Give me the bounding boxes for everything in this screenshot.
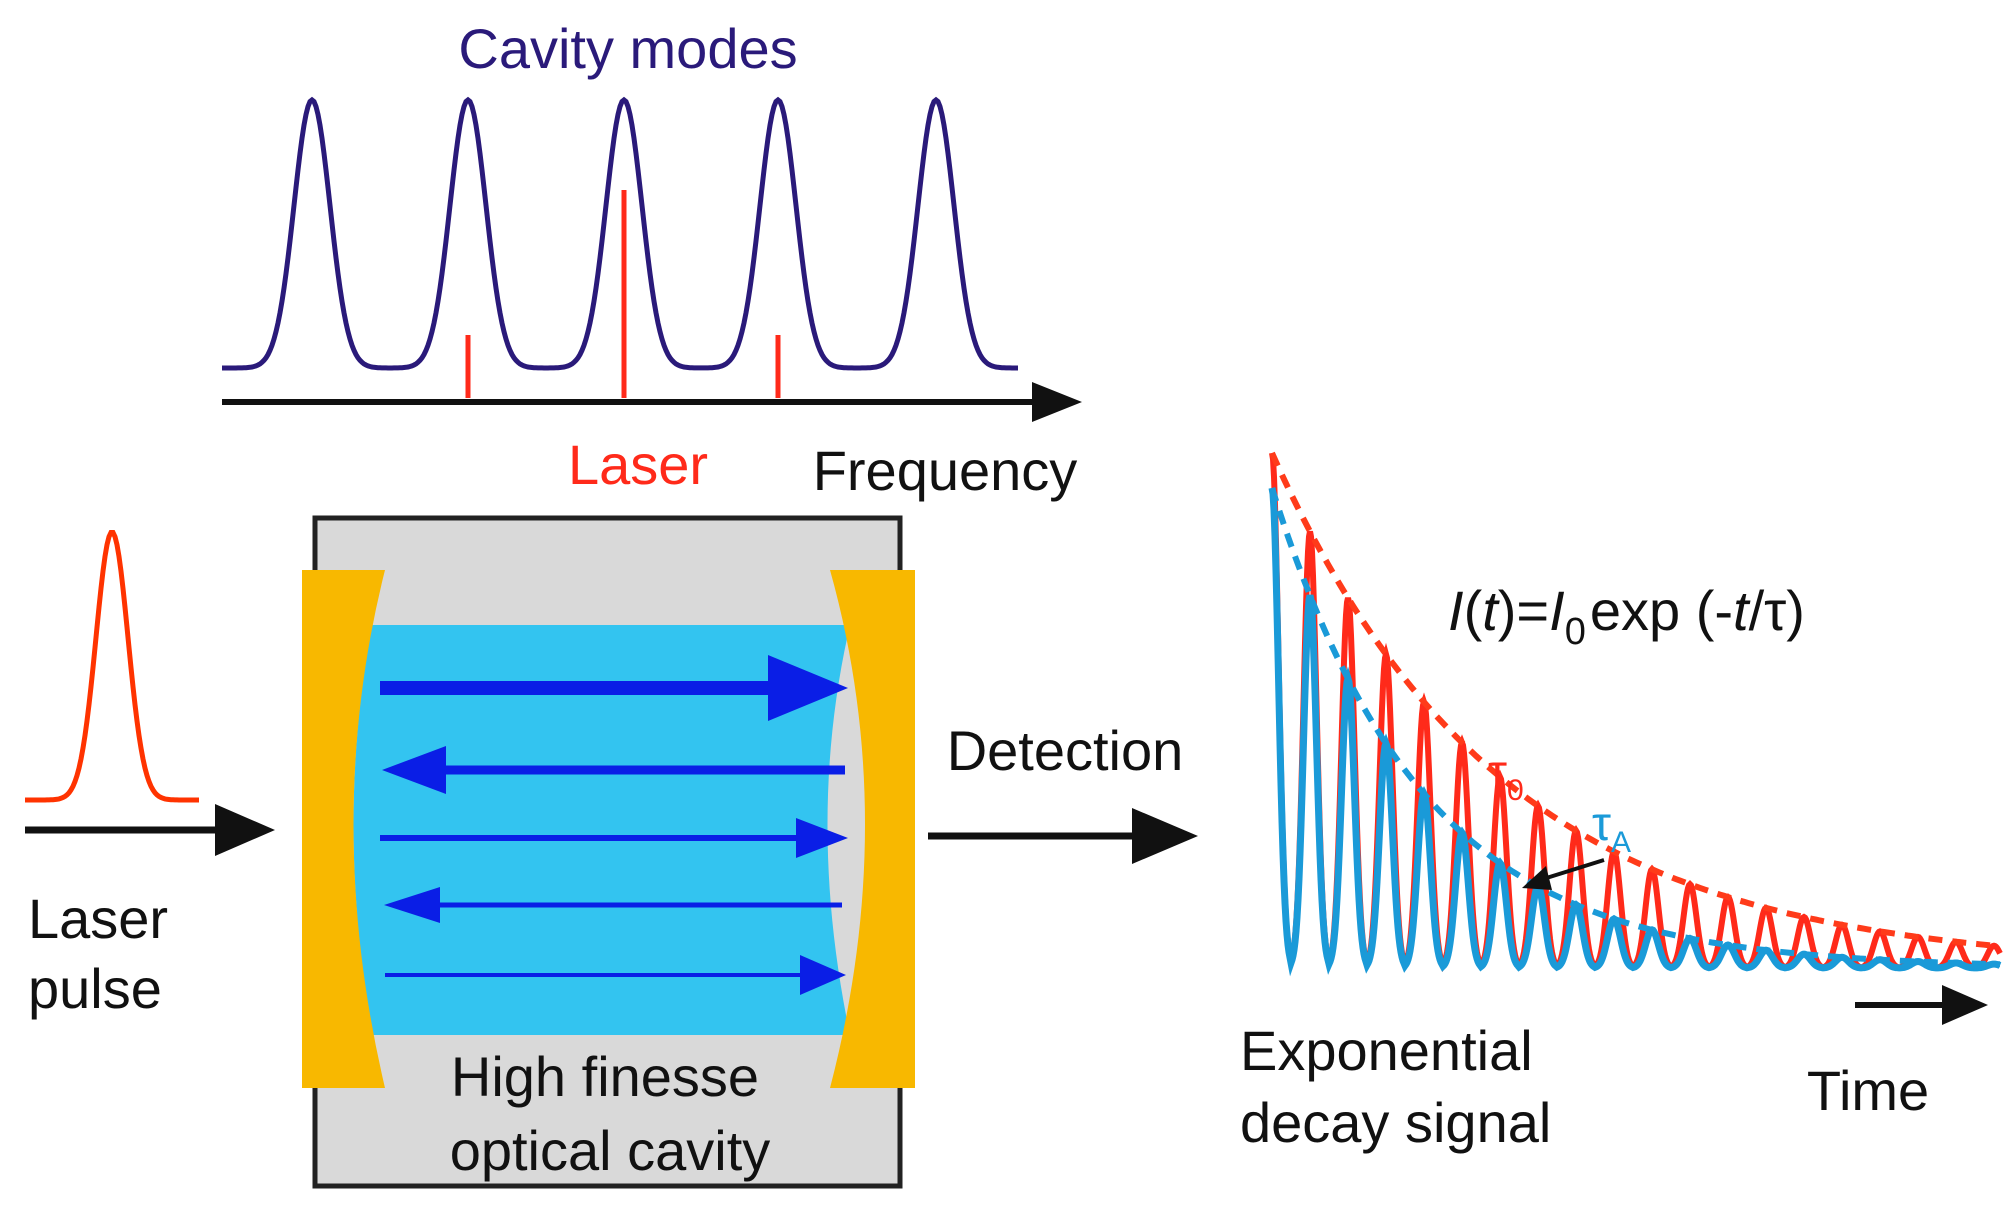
- time-label: Time: [1807, 1059, 1929, 1122]
- envelope-tau0-dashed: [1269, 451, 2001, 950]
- formula-tail: /τ): [1749, 579, 1805, 642]
- decay-formula: I(t)=I0exp (-t/τ): [1448, 579, 1805, 653]
- formula-t2: t: [1733, 579, 1751, 642]
- envelope-tauA-dashed: [1269, 487, 2001, 968]
- detection-label: Detection: [947, 719, 1184, 782]
- formula-eq: )=: [1498, 579, 1549, 642]
- decay-signal-red: [1269, 452, 2003, 974]
- detection-arrow-head: [1132, 808, 1198, 864]
- formula-I0: I: [1549, 579, 1565, 642]
- formula-I0-sub: 0: [1565, 611, 1586, 653]
- mirror-right: [830, 570, 915, 1088]
- frequency-label: Frequency: [813, 439, 1078, 502]
- mirror-left: [302, 570, 385, 1088]
- laser-pulse-label-line2: pulse: [28, 957, 162, 1020]
- frequency-axis-arrowhead: [1032, 382, 1082, 422]
- input-arrow-head: [215, 804, 275, 856]
- time-arrow-head: [1942, 985, 1988, 1025]
- tauA-label: τA: [1592, 798, 1631, 859]
- cavity-modes-title: Cavity modes: [458, 17, 797, 80]
- arrow-left-2-head: [384, 887, 440, 923]
- arrow-right-2-head: [796, 818, 848, 858]
- tauA-pointer-head: [1522, 866, 1552, 890]
- arrow-left-1-head: [382, 746, 446, 794]
- laser-pulse-shape: [25, 530, 199, 803]
- cavity-light-region: [353, 625, 850, 1035]
- laser-pulse-label-line1: Laser: [28, 887, 168, 950]
- arrow-right-3-head: [800, 955, 846, 995]
- laser-label: Laser: [568, 433, 708, 496]
- cavity-label-line2: optical cavity: [450, 1119, 771, 1182]
- arrow-right-1-head: [768, 655, 848, 721]
- cavity-modes-curve: [222, 96, 1018, 371]
- tauA-pointer-line: [1539, 858, 1605, 882]
- formula-paren: (: [1464, 579, 1483, 642]
- tau0-label: τ0: [1488, 746, 1524, 807]
- intracavity-arrows: [380, 655, 848, 995]
- formula-I: I: [1448, 579, 1464, 642]
- decay-label-line1: Exponential: [1240, 1019, 1533, 1082]
- formula-t: t: [1482, 579, 1500, 642]
- formula-exp: exp (-: [1590, 579, 1733, 642]
- cavity-label-line1: High finesse: [451, 1045, 759, 1108]
- decay-label-line2: decay signal: [1240, 1091, 1551, 1154]
